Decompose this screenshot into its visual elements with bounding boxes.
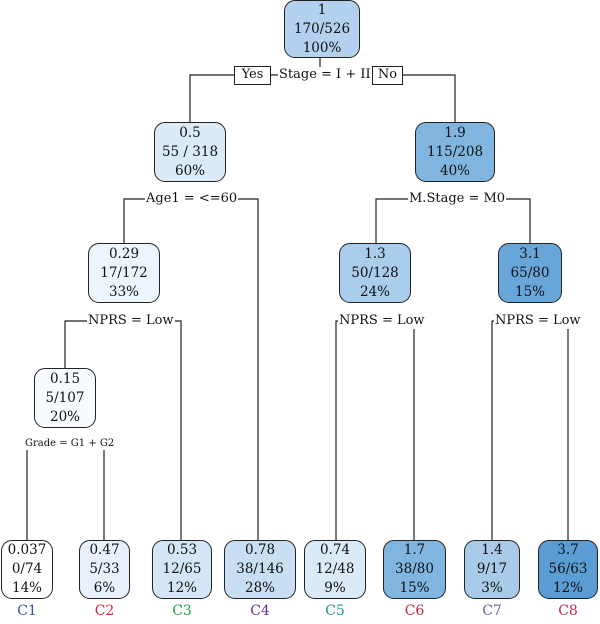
node-count: 0/74 — [11, 561, 43, 577]
cluster-label-1: C1 — [17, 603, 37, 619]
node-value: 3.1 — [519, 245, 541, 262]
leaf-node-7: 1.4 9/17 3% — [464, 540, 520, 599]
node-rl: 1.3 50/128 24% — [339, 243, 411, 303]
split-lll: Grade = G1 + G2 — [24, 438, 116, 450]
node-percent: 33% — [108, 283, 139, 300]
node-value: 0.5 — [179, 124, 201, 141]
edge-root-left — [189, 74, 320, 122]
node-value: 0.037 — [7, 542, 47, 558]
node-count: 12/65 — [162, 561, 202, 577]
node-right: 1.9 115/208 40% — [415, 122, 495, 182]
leaf-node-8: 3.7 56/63 12% — [538, 540, 598, 599]
split-left: Age1 = <=60 — [145, 191, 239, 207]
edge-rr-leaf8 — [530, 320, 569, 540]
node-count: 5/107 — [45, 389, 85, 406]
node-percent: 12% — [166, 580, 197, 596]
edge-rl-leaf6 — [375, 320, 415, 540]
node-count: 56/63 — [548, 561, 588, 577]
node-value: 0.78 — [244, 542, 276, 558]
node-value: 0.47 — [89, 542, 120, 558]
node-count: 55 / 318 — [161, 143, 219, 160]
node-count: 12/48 — [315, 561, 355, 577]
node-percent: 28% — [244, 580, 275, 596]
node-count: 170/526 — [293, 20, 351, 37]
node-count: 5/33 — [89, 561, 120, 577]
split-root: Stage = I + II — [278, 67, 372, 83]
split-ll: NPRS = Low — [87, 313, 175, 329]
node-count: 38/80 — [395, 561, 434, 577]
node-value: 1.9 — [444, 124, 466, 141]
yes-label: Yes — [234, 66, 271, 85]
node-value: 0.74 — [319, 542, 351, 558]
node-value: 3.7 — [557, 542, 579, 558]
node-percent: 3% — [481, 580, 503, 596]
node-count: 9/17 — [476, 561, 508, 577]
node-percent: 100% — [302, 39, 342, 56]
leaf-node-5: 0.74 12/48 9% — [304, 540, 366, 599]
leaf-node-1: 0.037 0/74 14% — [1, 540, 53, 599]
leaf-node-2: 0.47 5/33 6% — [79, 540, 130, 599]
node-count: 17/172 — [100, 264, 148, 281]
node-value: 0.29 — [108, 245, 140, 262]
node-count: 65/80 — [510, 264, 550, 281]
node-percent: 20% — [49, 408, 80, 425]
no-label: No — [372, 66, 403, 85]
leaf-node-3: 0.53 12/65 12% — [152, 540, 212, 599]
node-percent: 6% — [93, 580, 116, 596]
edge-ll-leaf3 — [124, 320, 182, 540]
cluster-label-8: C8 — [558, 603, 578, 619]
split-rl: NPRS = Low — [338, 313, 426, 329]
edge-lll-leaf1 — [26, 443, 65, 540]
node-value: 1.3 — [364, 245, 386, 262]
cluster-label-6: C6 — [404, 603, 425, 619]
cluster-label-4: C4 — [250, 603, 270, 619]
node-left: 0.5 55 / 318 60% — [154, 122, 226, 182]
node-count: 38/146 — [236, 561, 284, 577]
cluster-label-5: C5 — [325, 603, 345, 619]
node-percent: 15% — [399, 580, 430, 596]
node-percent: 12% — [552, 580, 583, 596]
node-value: 1.4 — [481, 542, 503, 558]
node-rr: 3.1 65/80 15% — [498, 243, 562, 303]
node-value: 1 — [317, 1, 327, 18]
cluster-label-3: C3 — [172, 603, 192, 619]
leaf-node-4: 0.78 38/146 28% — [224, 540, 296, 599]
edge-left-leaf4 — [190, 198, 259, 540]
node-lll: 0.15 5/107 20% — [34, 368, 96, 428]
leaf-node-6: 1.7 38/80 15% — [383, 540, 446, 599]
node-percent: 9% — [324, 580, 346, 596]
node-percent: 60% — [174, 162, 205, 179]
node-percent: 24% — [359, 283, 390, 300]
cluster-label-2: C2 — [94, 603, 115, 619]
node-count: 50/128 — [351, 264, 399, 281]
node-percent: 14% — [11, 580, 42, 596]
node-value: 1.7 — [403, 542, 426, 558]
edge-rr-leaf7 — [491, 320, 530, 540]
edge-rl-leaf5 — [335, 320, 375, 540]
node-percent: 40% — [439, 162, 470, 179]
node-ll: 0.29 17/172 33% — [88, 243, 160, 303]
edge-lll-leaf2 — [65, 443, 105, 540]
node-percent: 15% — [514, 283, 545, 300]
split-rr: NPRS = Low — [494, 313, 582, 329]
cluster-label-7: C7 — [482, 603, 502, 619]
node-value: 0.15 — [49, 370, 81, 387]
node-count: 115/208 — [426, 143, 484, 160]
root-node: 1 170/526 100% — [284, 0, 360, 58]
node-value: 0.53 — [166, 542, 198, 558]
split-right: M.Stage = M0 — [408, 191, 507, 207]
